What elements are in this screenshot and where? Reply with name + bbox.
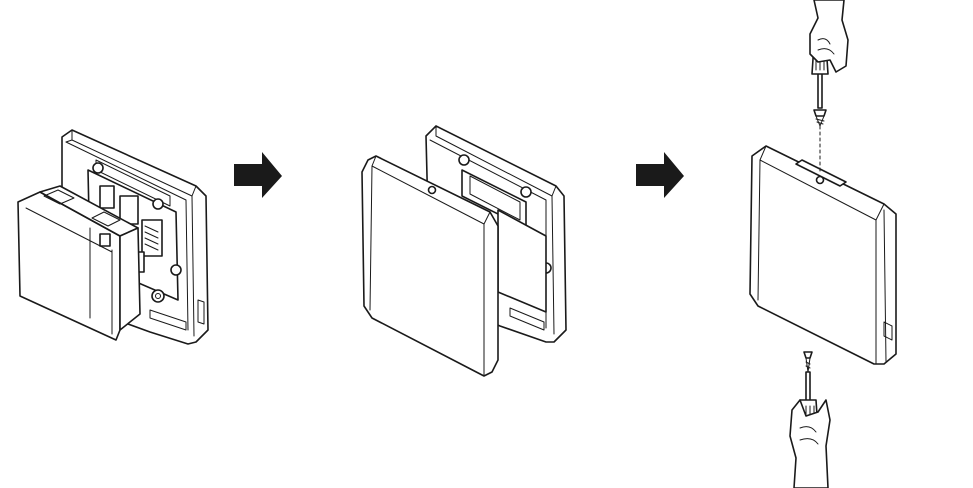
arrow-right-icon [636,152,684,198]
assembled-unit [749,145,897,365]
step-1-open-housing [17,129,209,345]
step-2-attach-cover [361,125,567,377]
front-cover [361,155,499,377]
front-module [17,185,141,341]
hand-top [809,0,849,73]
hand-bottom [789,399,831,488]
bottom-screw [803,351,813,373]
arrow-right-icon [234,152,282,198]
step-3-fasten-screws [749,0,897,488]
top-screw [813,109,827,173]
